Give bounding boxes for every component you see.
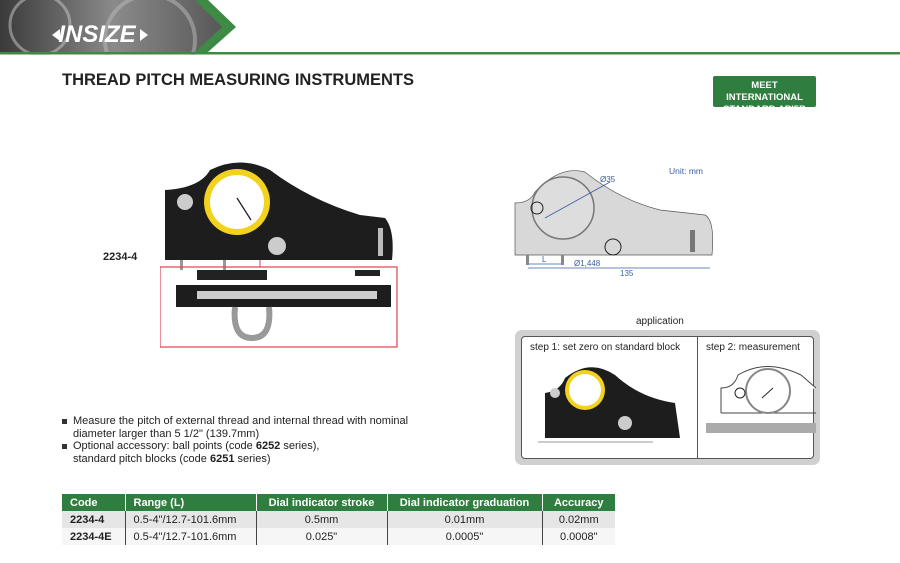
feature-item: Optional accessory: ball points (code 62… bbox=[62, 440, 408, 465]
column-header: Code bbox=[62, 494, 125, 511]
cell-accuracy: 0.02mm bbox=[541, 511, 615, 528]
total-length-label: 135 bbox=[620, 269, 634, 278]
step1-panel: step 1: set zero on standard block bbox=[522, 337, 698, 458]
header-banner: INSIZE bbox=[0, 0, 900, 55]
knob-icon bbox=[268, 237, 286, 255]
badge-line2: STANDARD API5B bbox=[723, 104, 806, 115]
model-label: 2234-4 bbox=[103, 251, 138, 263]
unit-label: Unit: mm bbox=[669, 166, 703, 176]
table-header-row: Code Range (L) Dial indicator stroke Dia… bbox=[62, 494, 615, 511]
application-panel: step 1: set zero on standard block step … bbox=[515, 330, 820, 465]
application-label: application bbox=[636, 316, 684, 327]
feature-text: series) bbox=[234, 452, 271, 465]
step1-illustration bbox=[538, 367, 680, 443]
feature-item: Measure the pitch of external thread and… bbox=[62, 415, 408, 440]
knob-icon bbox=[177, 194, 193, 210]
product-photo bbox=[160, 162, 398, 348]
cell-range: 0.5-4"/12.7-101.6mm bbox=[124, 511, 256, 528]
length-label: L bbox=[542, 255, 547, 264]
tip-label: Ø1,448 bbox=[574, 259, 601, 268]
dimension-drawing: Ø35 L Ø1,448 135 bbox=[514, 170, 714, 278]
accessory-highlight-box bbox=[160, 266, 398, 348]
cell-code: 2234-4E bbox=[62, 528, 125, 545]
page-title: THREAD PITCH MEASURING INSTRUMENTS bbox=[62, 71, 415, 89]
feature-text: series), bbox=[280, 440, 320, 452]
insize-logo: INSIZE bbox=[58, 21, 136, 48]
column-header: Range (L) bbox=[124, 494, 256, 511]
cell-graduation: 0.01mm bbox=[386, 511, 542, 528]
step2-panel: step 2: measurement bbox=[698, 337, 824, 458]
column-header: Dial indicator graduation bbox=[386, 494, 542, 511]
feature-text: diameter larger than 5 1/2" (139.7mm) bbox=[73, 427, 260, 440]
cell-code: 2234-4 bbox=[62, 511, 125, 528]
feature-text: Measure the pitch of external thread and… bbox=[73, 415, 409, 427]
cell-range: 0.5-4"/12.7-101.6mm bbox=[124, 528, 256, 545]
feature-list: Measure the pitch of external thread and… bbox=[62, 415, 408, 465]
dial-face bbox=[210, 175, 264, 229]
ring-gauge bbox=[231, 306, 273, 342]
cell-accuracy: 0.0008" bbox=[541, 528, 615, 545]
accessory-code: 6252 bbox=[255, 440, 281, 452]
step1-label: step 1: set zero on standard block bbox=[530, 342, 681, 353]
cell-stroke: 0.5mm bbox=[255, 511, 387, 528]
cell-stroke: 0.025" bbox=[255, 528, 387, 545]
step2-label: step 2: measurement bbox=[706, 342, 800, 353]
step2-illustration bbox=[706, 366, 817, 433]
cell-graduation: 0.0005" bbox=[386, 528, 542, 545]
feature-text: Optional accessory: ball points (code bbox=[73, 440, 256, 452]
badge-line1: MEET INTERNATIONAL bbox=[726, 80, 803, 103]
column-header: Dial indicator stroke bbox=[255, 494, 387, 511]
diameter-label: Ø35 bbox=[600, 175, 616, 184]
dial-needle bbox=[236, 197, 252, 221]
spec-table: Code Range (L) Dial indicator stroke Dia… bbox=[62, 494, 615, 545]
accessory-code: 6251 bbox=[209, 452, 235, 465]
column-header: Accuracy bbox=[541, 494, 615, 511]
feature-text: standard pitch blocks (code bbox=[73, 452, 210, 465]
